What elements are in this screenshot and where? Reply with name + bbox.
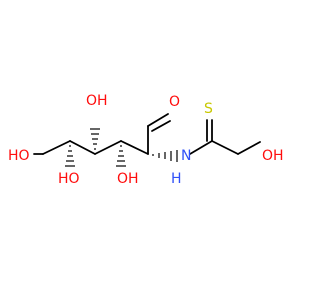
bond-cs-ch2 <box>211 140 239 155</box>
bond-c4-c3 <box>94 140 122 155</box>
hashed-wedge-c2 <box>152 150 178 162</box>
atom-oh-c4: OH <box>86 93 108 109</box>
atom-o-aldehyde: O <box>169 94 180 110</box>
atom-labels: O N H S OH OH OH HO HO <box>8 93 284 187</box>
hashed-wedge-c5 <box>65 145 75 167</box>
bond-c1-o <box>147 113 169 127</box>
bond-c6-c5 <box>42 140 71 155</box>
bond-c5-c4 <box>69 140 96 155</box>
atom-ho-c5-lower: HO <box>58 171 80 187</box>
bond-n-cs <box>189 140 213 155</box>
skeleton-bonds <box>33 113 261 155</box>
stereo-bonds <box>65 128 178 167</box>
atom-n-amide: N <box>181 148 191 164</box>
atom-oh-c3: OH <box>117 171 139 187</box>
atom-oh-terminal: OH <box>262 148 284 164</box>
atom-h-amide: H <box>171 171 182 187</box>
molecule-structure: O N H S OH OH OH HO HO <box>8 93 284 187</box>
hashed-wedge-c4 <box>90 128 100 150</box>
bond-ch2-oh <box>237 141 261 155</box>
bond-c1-o-double <box>151 120 171 132</box>
atom-ho-c6: HO <box>8 148 30 164</box>
bond-c3-c2 <box>120 140 149 155</box>
hashed-wedge-c3 <box>116 145 126 167</box>
atom-s-thio: S <box>204 101 213 117</box>
